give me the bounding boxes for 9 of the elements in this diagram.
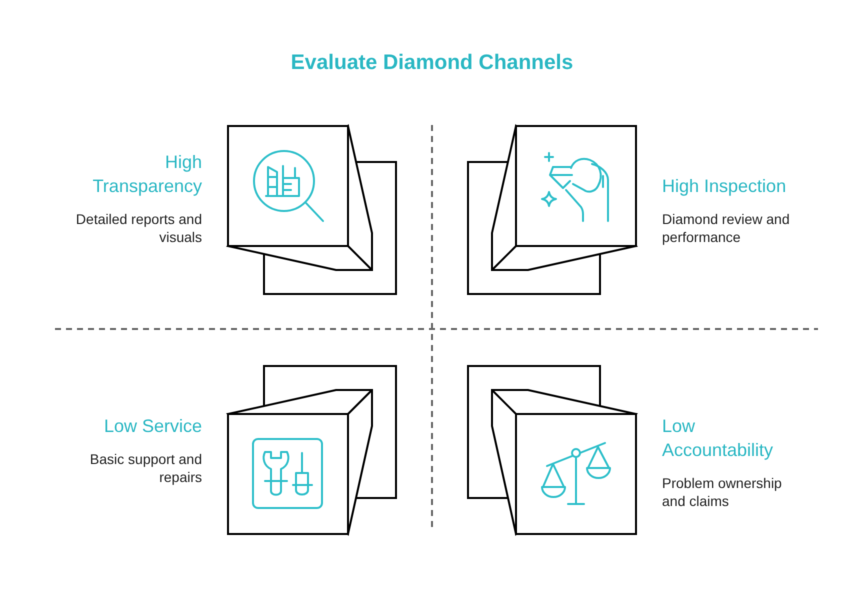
quadrant-heading: Low Service — [102, 415, 202, 438]
quadrant-description: Basic support and repairs — [88, 450, 202, 486]
quadrant-heading: High Inspection — [662, 175, 788, 198]
title: Evaluate Diamond Channels — [290, 50, 574, 76]
quadrant-description: Detailed reports and visuals — [74, 210, 202, 246]
quadrant-heading: Low Accountability — [662, 415, 774, 462]
quadrant-heading: High Transparency — [92, 151, 202, 198]
quadrant-description: Diamond review and performance — [662, 210, 791, 246]
quadrant-description: Problem ownership and claims — [662, 474, 783, 510]
